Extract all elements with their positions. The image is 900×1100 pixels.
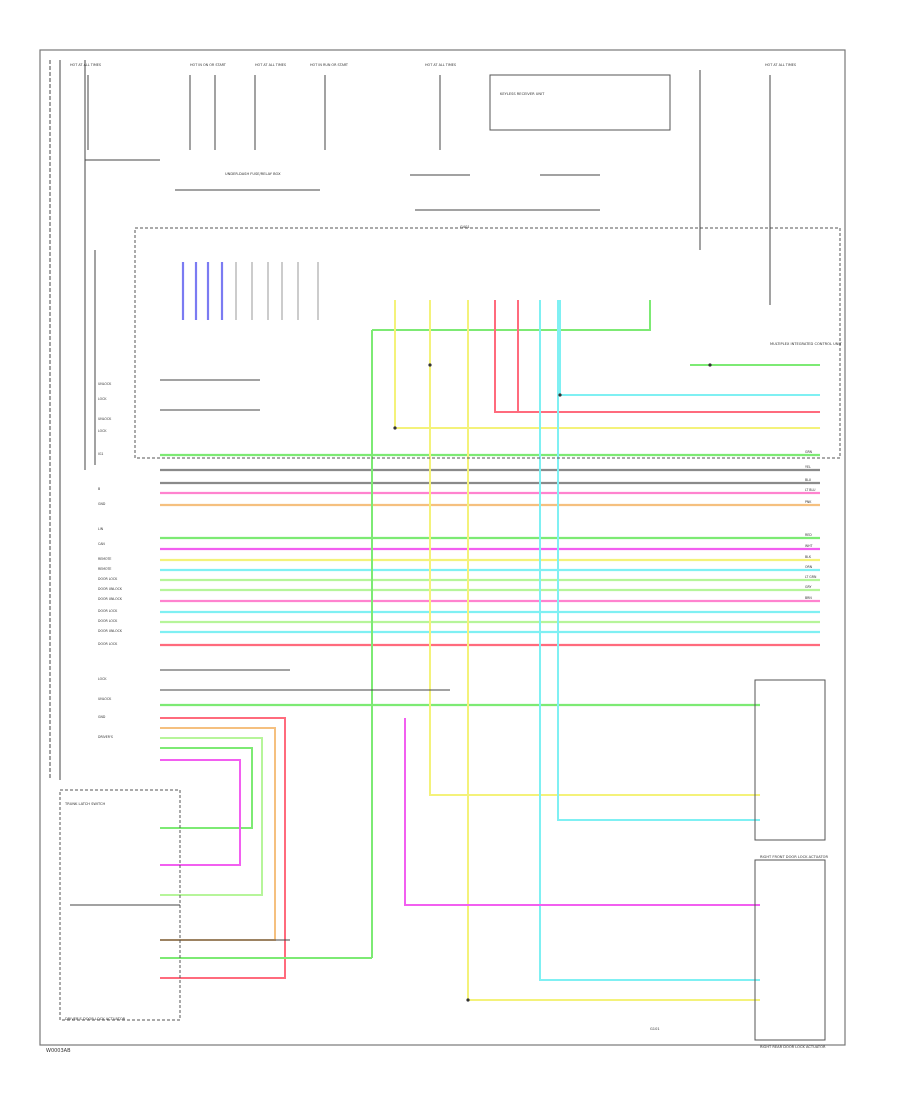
left-label-14: DOOR LOCK (98, 609, 118, 613)
left-label-10: REMOTE (98, 567, 111, 571)
left-label-0: UNLOCK (98, 382, 112, 386)
splice-dot-3 (393, 426, 397, 430)
wire-red-a (494, 300, 820, 413)
left-label-2: UNLOCK (98, 417, 112, 421)
footer-code: W0003AB (46, 1048, 71, 1054)
wire-yellow-c (467, 300, 760, 1001)
wire-code-1: YEL (805, 465, 811, 469)
mics-outline (134, 227, 841, 459)
wire-code-3: LT BLU (805, 488, 816, 492)
left-label-7: LIN (98, 527, 104, 531)
right-front-door-lock-box (754, 679, 826, 841)
wire-magenta (404, 718, 760, 906)
wire-lgreen-loop (160, 737, 263, 896)
wire-code-8: ORN (805, 565, 813, 569)
wire-red-loop (160, 717, 286, 979)
left-label-16: DOOR UNLOCK (98, 629, 123, 633)
rear-door-lock-label: RIGHT REAR DOOR LOCK ACTUATOR (760, 1045, 826, 1049)
wire-green-loop (160, 747, 253, 829)
wire-code-9: LT GRN (805, 575, 817, 579)
splice-label: G401 (460, 225, 470, 229)
wire-code-6: WHT (805, 544, 813, 548)
fuse-box-label: UNDER-DASH FUSE/RELAY BOX (225, 172, 281, 176)
right-rear-door-lock-box (754, 859, 826, 1041)
fuse-label-5: HOT AT ALL TIMES (765, 63, 796, 67)
left-label-17: DOOR LOCK (98, 642, 118, 646)
wire-yellow-b (429, 300, 760, 796)
ground-label: G101 (650, 1027, 660, 1031)
wire-code-7: BLK (805, 555, 812, 559)
left-label-18: LOCK (98, 677, 107, 681)
left-label-6: GND (98, 502, 106, 506)
left-label-20: GND (98, 715, 106, 719)
splice-dot-4 (466, 998, 470, 1002)
left-label-3: LOCK (98, 429, 107, 433)
left-label-8: CAN (98, 542, 105, 546)
fuse-label-1: HOT IN ON OR START (190, 63, 227, 67)
left-label-9: REMOTE (98, 557, 111, 561)
trunk-switch-label: TRUNK LATCH SWITCH (64, 802, 105, 806)
left-label-19: UNLOCK (98, 697, 112, 701)
label-layer: HOT AT ALL TIMES HOT IN ON OR START HOT AT… (64, 63, 843, 1049)
left-label-12: DOOR UNLOCK (98, 587, 123, 591)
wire-code-10: GRY (805, 585, 811, 589)
front-door-lock-label: RIGHT FRONT DOOR LOCK ACTUATOR (760, 855, 829, 859)
left-label-21: DRIVER'S (98, 735, 113, 739)
wire-code-4: PNK (805, 500, 812, 504)
splice-dot-2 (708, 363, 712, 367)
wire-code-2: BLU (805, 478, 812, 482)
component-layer (49, 60, 841, 1041)
splice-dot-0 (428, 363, 432, 367)
left-label-5: B (98, 487, 100, 491)
left-label-1: LOCK (98, 397, 107, 401)
wire-code-5: RED (805, 533, 812, 537)
fuse-label-0: HOT AT ALL TIMES (70, 63, 101, 67)
fuse-label-2: HOT AT ALL TIMES (255, 63, 286, 67)
fuse-label-4: HOT AT ALL TIMES (425, 63, 456, 67)
driver-door-lock-label: DRIVER'S DOOR LOCK ACTUATOR (65, 1017, 126, 1021)
wire-code-11: BRN (805, 596, 812, 600)
left-label-4: IG1 (98, 452, 103, 456)
wire-layer (160, 262, 820, 1001)
wire-magenta-loop (160, 759, 241, 866)
wire-code-0: GRN (805, 450, 813, 454)
fuse-label-3: HOT IN RUN OR START (310, 63, 349, 67)
wire-green-top (372, 300, 651, 331)
left-label-11: DOOR LOCK (98, 577, 118, 581)
wire-cyan-a (539, 300, 760, 981)
mics-label: MULTIPLEX INTEGRATED CONTROL UNIT (770, 342, 843, 346)
diagram-border (39, 49, 846, 1046)
keyless-receiver-box (489, 74, 671, 131)
wire-cyan-c (557, 300, 760, 821)
left-label-13: DOOR UNLOCK (98, 597, 123, 601)
splice-dot-1 (558, 393, 562, 397)
left-label-15: DOOR LOCK (98, 619, 118, 623)
keyless-label: KEYLESS RECEIVER UNIT (500, 92, 545, 96)
wire-cyan-b (559, 300, 820, 396)
